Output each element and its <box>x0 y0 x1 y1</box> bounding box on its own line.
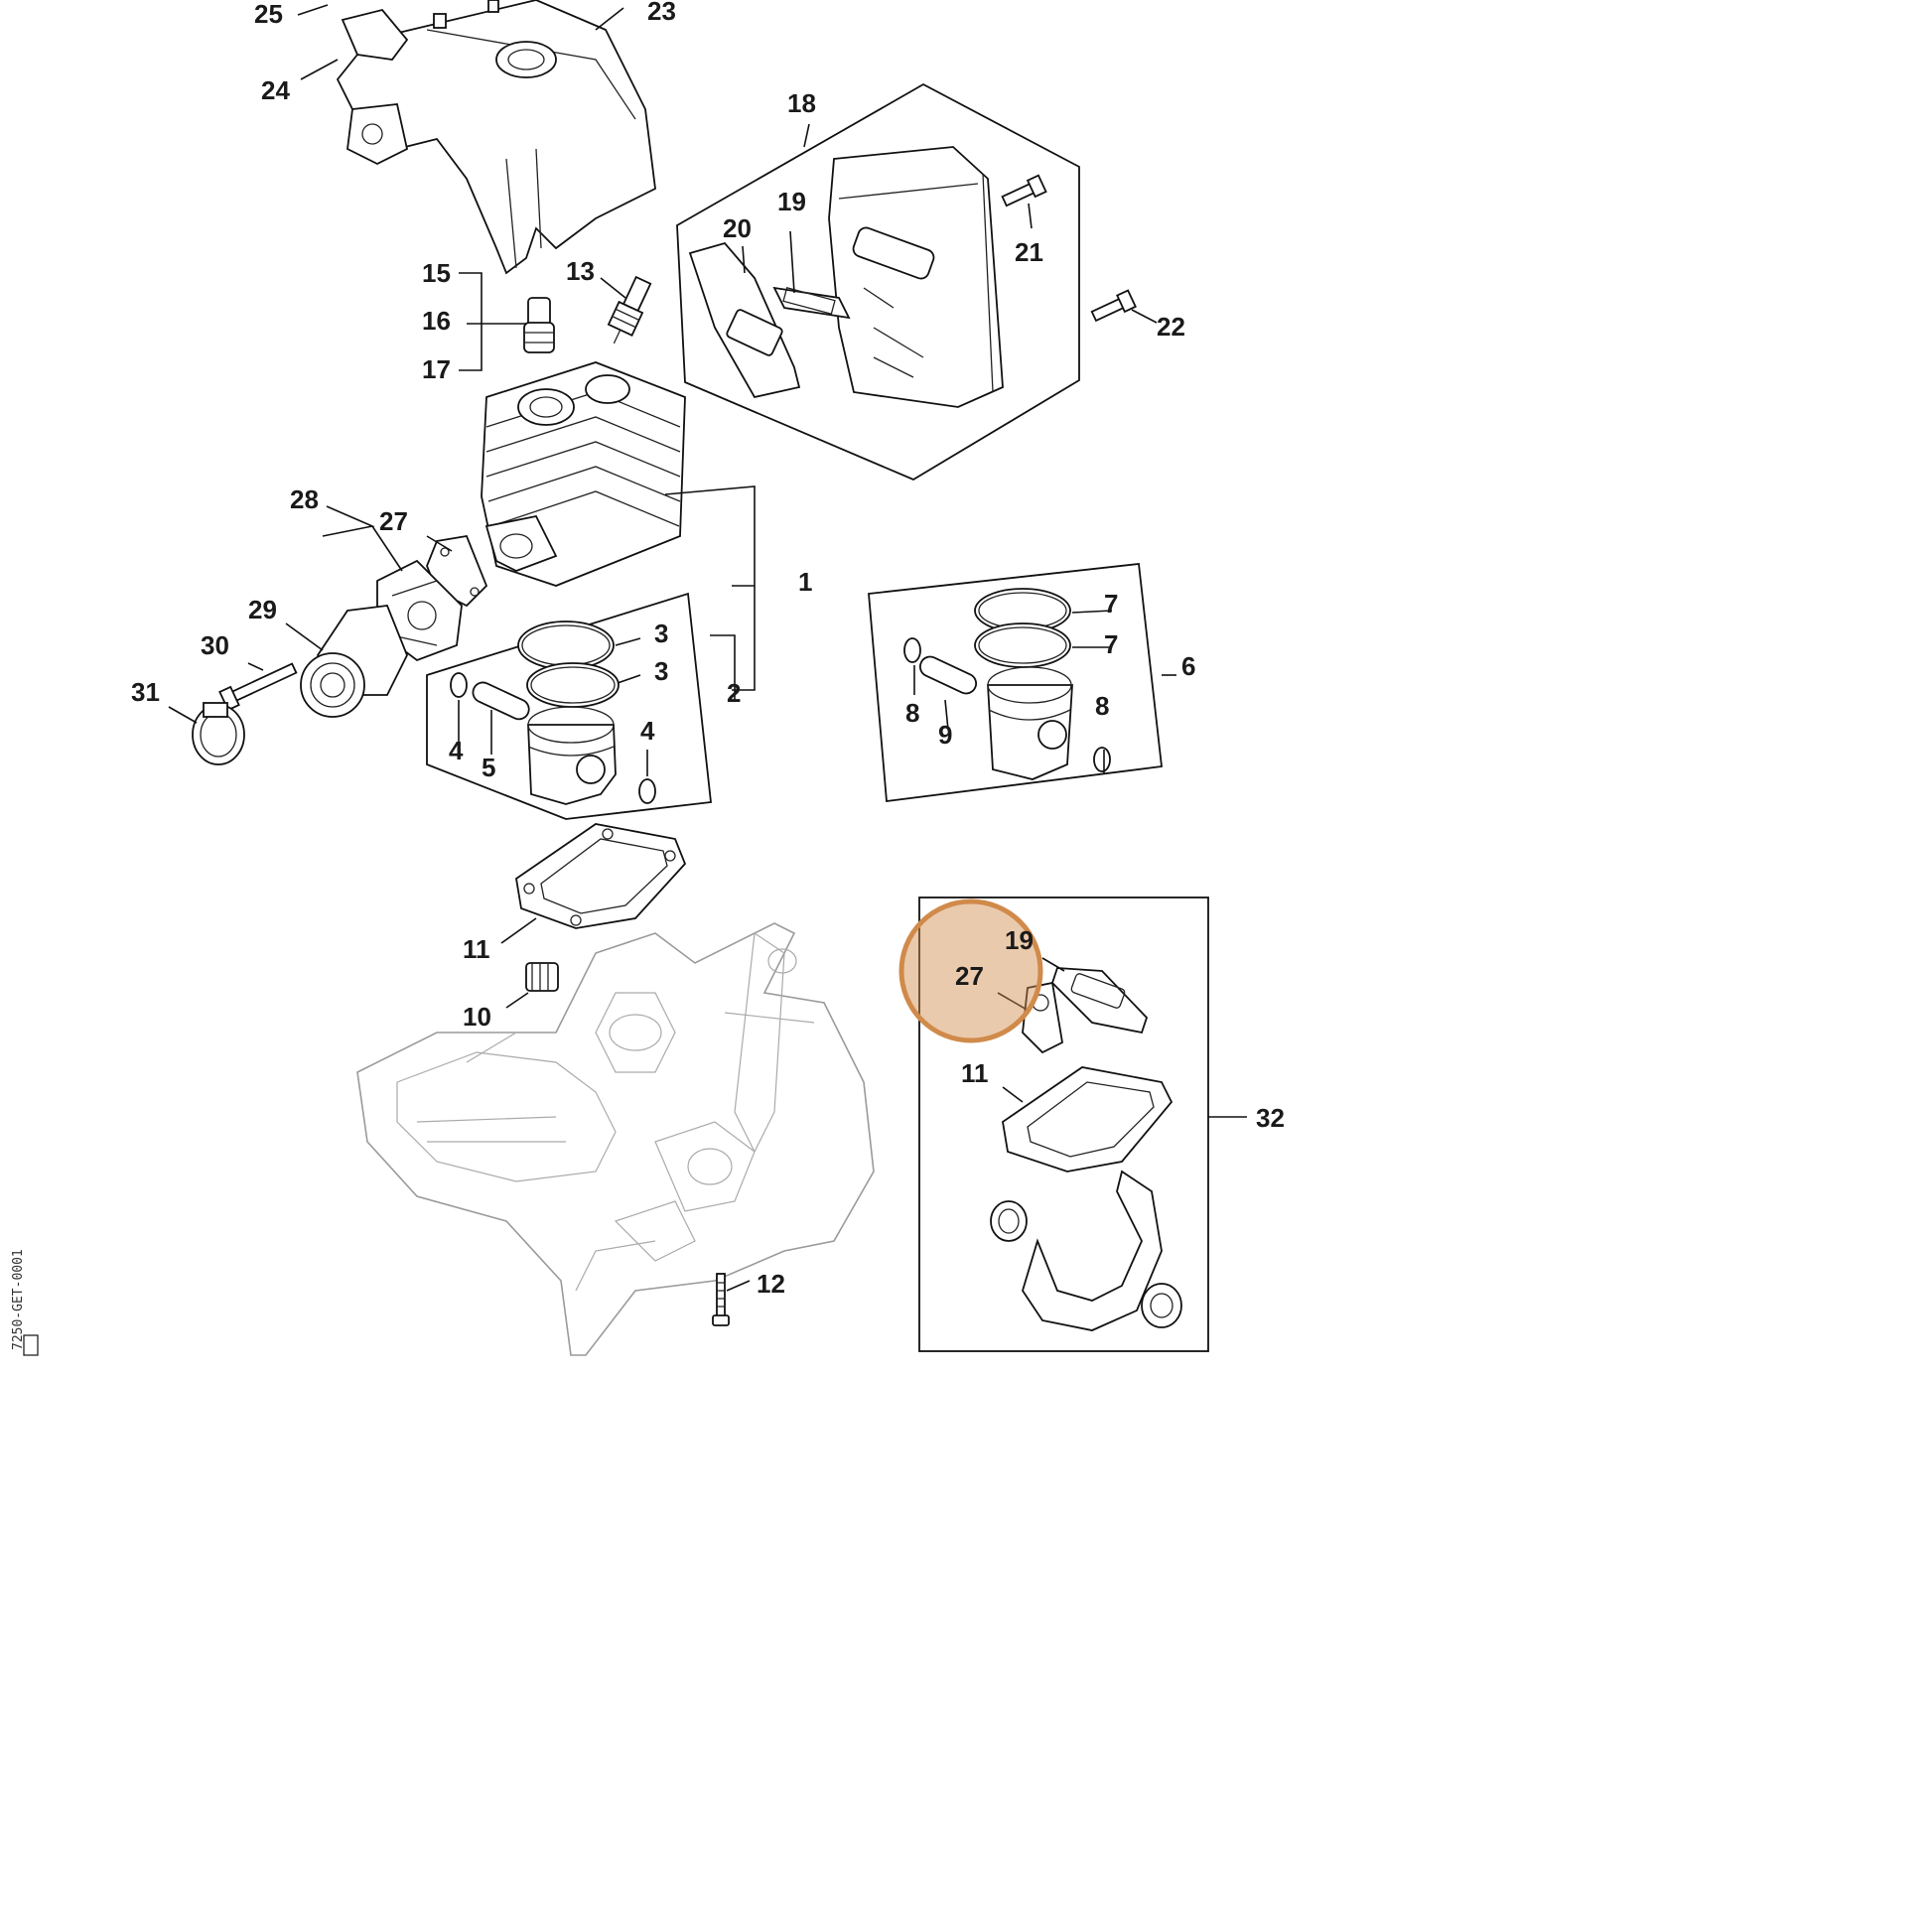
label-part-11b: 11 <box>961 1058 989 1088</box>
label-part-4a: 4 <box>449 736 464 765</box>
label-part-8b: 8 <box>1095 691 1109 721</box>
label-part-6: 6 <box>1181 651 1195 681</box>
label-part-25: 25 <box>254 0 283 29</box>
spark-plug-boot <box>523 297 555 353</box>
label-part-19: 19 <box>777 187 806 216</box>
intake-group <box>192 534 488 765</box>
drawing-code: 7250-GET-0001 <box>11 1249 26 1350</box>
label-part-13: 13 <box>566 256 595 286</box>
label-part-7b: 7 <box>1104 629 1118 659</box>
label-part-3b: 3 <box>654 656 668 686</box>
label-part-10: 10 <box>463 1002 491 1032</box>
label-part-20: 20 <box>723 213 752 243</box>
leader-lines <box>168 4 1247 1292</box>
label-part-27: 27 <box>379 506 408 536</box>
cylinder-gasket <box>515 823 687 929</box>
label-part-18: 18 <box>787 88 816 118</box>
label-part-12: 12 <box>757 1269 785 1299</box>
label-part-24: 24 <box>261 75 290 105</box>
gasket-set-32 <box>918 897 1209 1352</box>
crankcase <box>356 922 875 1356</box>
label-part-2: 2 <box>727 678 741 708</box>
label-part-16: 16 <box>422 306 451 336</box>
spark-plug <box>607 275 652 345</box>
drawing-code-box <box>23 1334 39 1356</box>
cylinder <box>481 361 686 587</box>
label-part-3a: 3 <box>654 619 668 648</box>
label-part-22: 22 <box>1157 312 1185 342</box>
label-part-28: 28 <box>290 484 319 514</box>
engine-shroud <box>336 0 656 275</box>
label-part-9: 9 <box>938 720 952 750</box>
label-part-5: 5 <box>482 753 495 782</box>
label-part-1: 1 <box>798 567 812 597</box>
label-part-23: 23 <box>647 0 676 26</box>
label-part-29: 29 <box>248 595 277 624</box>
label-part-4b: 4 <box>640 716 655 746</box>
part-labels: 25 24 23 15 16 17 13 18 19 20 21 22 28 2… <box>131 0 1285 1299</box>
label-part-15: 15 <box>422 258 451 288</box>
label-part-11a: 11 <box>463 934 490 964</box>
label-part-27b: 27 <box>955 961 984 991</box>
label-part-8a: 8 <box>905 698 919 728</box>
label-part-31: 31 <box>131 677 160 707</box>
piston-kit-2 <box>426 592 712 820</box>
piston-kit-6 <box>868 563 1163 803</box>
muffler-group <box>676 82 1137 482</box>
label-part-30: 30 <box>201 630 229 660</box>
label-part-7a: 7 <box>1104 589 1118 619</box>
label-part-32: 32 <box>1256 1103 1285 1133</box>
label-part-21: 21 <box>1015 237 1043 267</box>
needle-bearing <box>525 962 559 992</box>
label-part-19b: 19 <box>1005 925 1034 955</box>
highlight-marker <box>898 898 1043 1043</box>
label-part-17: 17 <box>422 354 451 384</box>
screw <box>712 1273 730 1326</box>
